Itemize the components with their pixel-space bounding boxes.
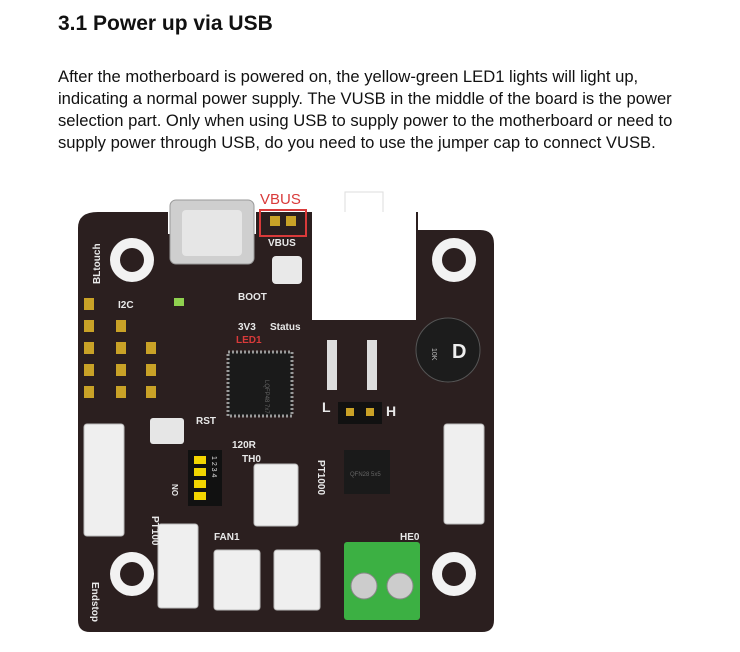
- pt1000-label: PT1000: [315, 460, 326, 495]
- pin-headers-left: [84, 298, 156, 398]
- mcu-text: LQFP48 7x7: [263, 380, 269, 414]
- rst-button: [150, 418, 184, 444]
- terminal-block: [344, 542, 420, 620]
- section-paragraph: After the motherboard is powered on, the…: [58, 67, 673, 152]
- mcu-chip: [226, 350, 294, 418]
- section-title: 3.1 Power up via USB: [58, 12, 273, 35]
- l-label: L: [322, 399, 331, 415]
- mounting-holes: [110, 238, 476, 596]
- driver-text: QFN28 5x5: [350, 472, 381, 478]
- fan1-label: FAN1: [214, 532, 240, 543]
- inductors: [327, 340, 377, 390]
- capacitor: [415, 317, 481, 383]
- on-label: ON: [171, 484, 180, 496]
- motherboard-figure: VBUS VBUS BLtouch I2C BOOT 3V3 Status LE…: [78, 191, 494, 632]
- h-label: H: [386, 403, 396, 419]
- capacitor-letter: D: [452, 341, 466, 363]
- i2c-label: I2C: [118, 300, 134, 311]
- 3v3-label: 3V3: [238, 322, 256, 333]
- vbus-callout-label: VBUS: [260, 191, 301, 208]
- board-cutout: [312, 212, 416, 322]
- endstop-label: Endstop: [89, 582, 100, 622]
- th0-label: TH0: [242, 454, 261, 465]
- driver-chip: [344, 450, 390, 494]
- bltouch-label: BLtouch: [92, 243, 103, 284]
- vbus-callout-box: [259, 209, 307, 237]
- jst-connectors: [83, 423, 485, 611]
- rst-label: RST: [196, 416, 216, 427]
- led1-light: [174, 298, 184, 306]
- boot-label: BOOT: [238, 292, 267, 303]
- pt100-label: PT100: [149, 516, 160, 546]
- vbus-label: VBUS: [268, 238, 296, 249]
- capacitor-text: 10K: [430, 348, 437, 361]
- he0-label: HE0: [400, 532, 420, 543]
- led1-label: LED1: [236, 335, 262, 346]
- dip-numbers: 1 2 3 4: [210, 456, 217, 478]
- 120r-label: 120R: [232, 440, 257, 451]
- lh-jumper: [338, 402, 382, 424]
- boot-button: [272, 256, 302, 284]
- status-label: Status: [270, 322, 301, 333]
